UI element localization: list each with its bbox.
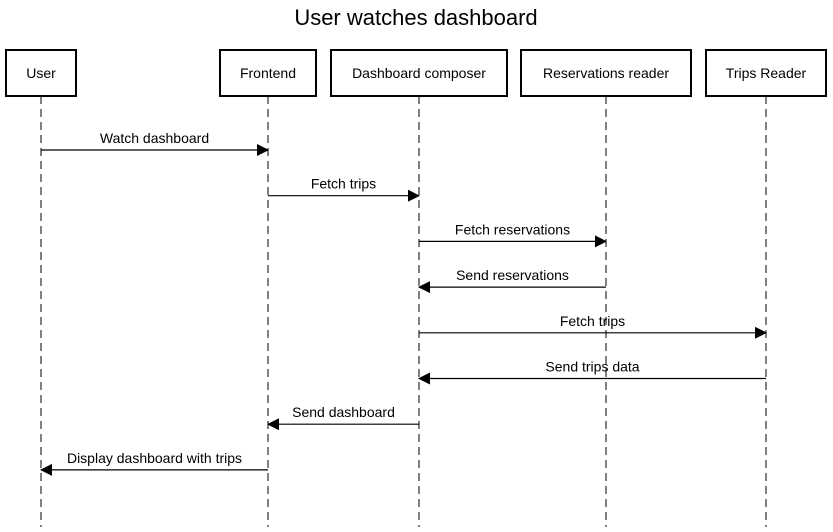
participant-label: Reservations reader xyxy=(543,65,669,81)
message-label: Send reservations xyxy=(456,267,569,283)
participant-user: User xyxy=(5,49,77,97)
participant-box xyxy=(520,49,692,97)
participant-label: User xyxy=(26,65,56,81)
message-label: Fetch trips xyxy=(560,313,625,329)
message-label: Fetch reservations xyxy=(455,221,570,237)
message-label: Send dashboard xyxy=(292,404,395,420)
message-label: Send trips data xyxy=(545,359,639,375)
participant-label: Frontend xyxy=(240,65,296,81)
participant-trips: Trips Reader xyxy=(705,49,827,97)
diagram-title: User watches dashboard xyxy=(294,5,537,30)
participants: User Frontend Dashboard composer Reservatio… xyxy=(5,49,827,97)
message-2: Fetch trips xyxy=(268,176,420,202)
message-4: Send reservations xyxy=(418,267,606,294)
participant-frontend: Frontend xyxy=(219,49,317,97)
participant-box xyxy=(705,49,827,97)
lifelines xyxy=(40,96,767,527)
participant-composer: Dashboard composer xyxy=(330,49,508,97)
participant-label: Dashboard composer xyxy=(352,65,486,81)
message-3: Fetch reservations xyxy=(419,221,607,248)
message-5: Fetch trips xyxy=(419,313,767,339)
message-label: Display dashboard with trips xyxy=(67,450,242,466)
message-7: Send dashboard xyxy=(267,404,419,431)
participant-box xyxy=(219,49,317,97)
participant-box xyxy=(330,49,508,97)
message-6: Send trips data xyxy=(418,359,766,385)
participant-label: Trips Reader xyxy=(726,65,807,81)
participant-reservations: Reservations reader xyxy=(520,49,692,97)
participant-box xyxy=(5,49,77,97)
message-8: Display dashboard with trips xyxy=(40,450,268,476)
message-label: Watch dashboard xyxy=(100,130,209,146)
message-1: Watch dashboard xyxy=(41,130,269,156)
message-label: Fetch trips xyxy=(311,176,376,192)
